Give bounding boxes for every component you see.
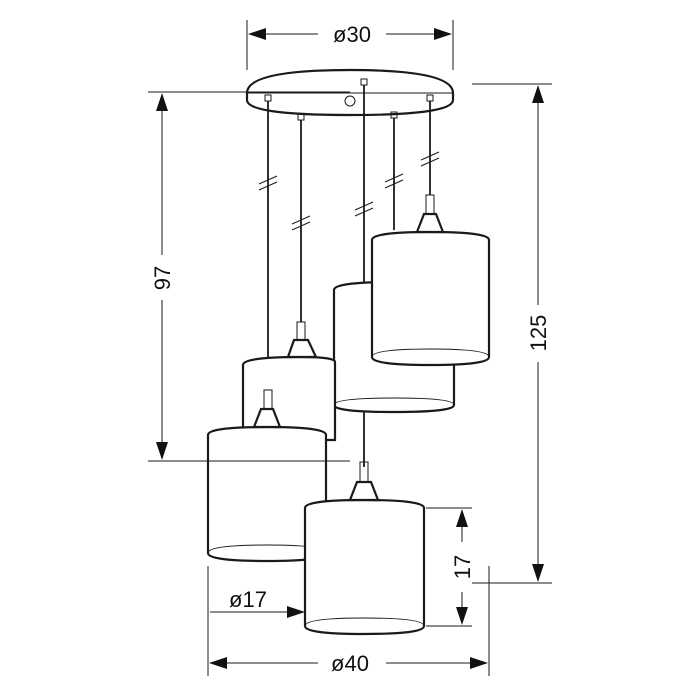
dimension-shade-height: 17 (426, 507, 475, 627)
lamp-shade-front-bottom (303, 461, 426, 636)
total-height-label: 125 (526, 315, 551, 352)
shade-height-label: 17 (450, 555, 475, 579)
dimension-overall-diameter: ø40 (207, 566, 490, 676)
canopy-diameter-label: ø30 (333, 22, 371, 47)
shade-diameter-label: ø17 (229, 587, 267, 612)
dimension-total-height: 125 (472, 83, 552, 584)
suspension-height-label: 97 (150, 266, 175, 290)
dimension-shade-diameter: ø17 (210, 587, 305, 618)
dimension-canopy-diameter: ø30 (246, 20, 454, 70)
dimension-suspension-height: 97 (148, 91, 350, 462)
ceiling-canopy (245, 68, 455, 121)
lamp-shade-upper-right (370, 194, 491, 367)
overall-diameter-label: ø40 (331, 651, 369, 676)
